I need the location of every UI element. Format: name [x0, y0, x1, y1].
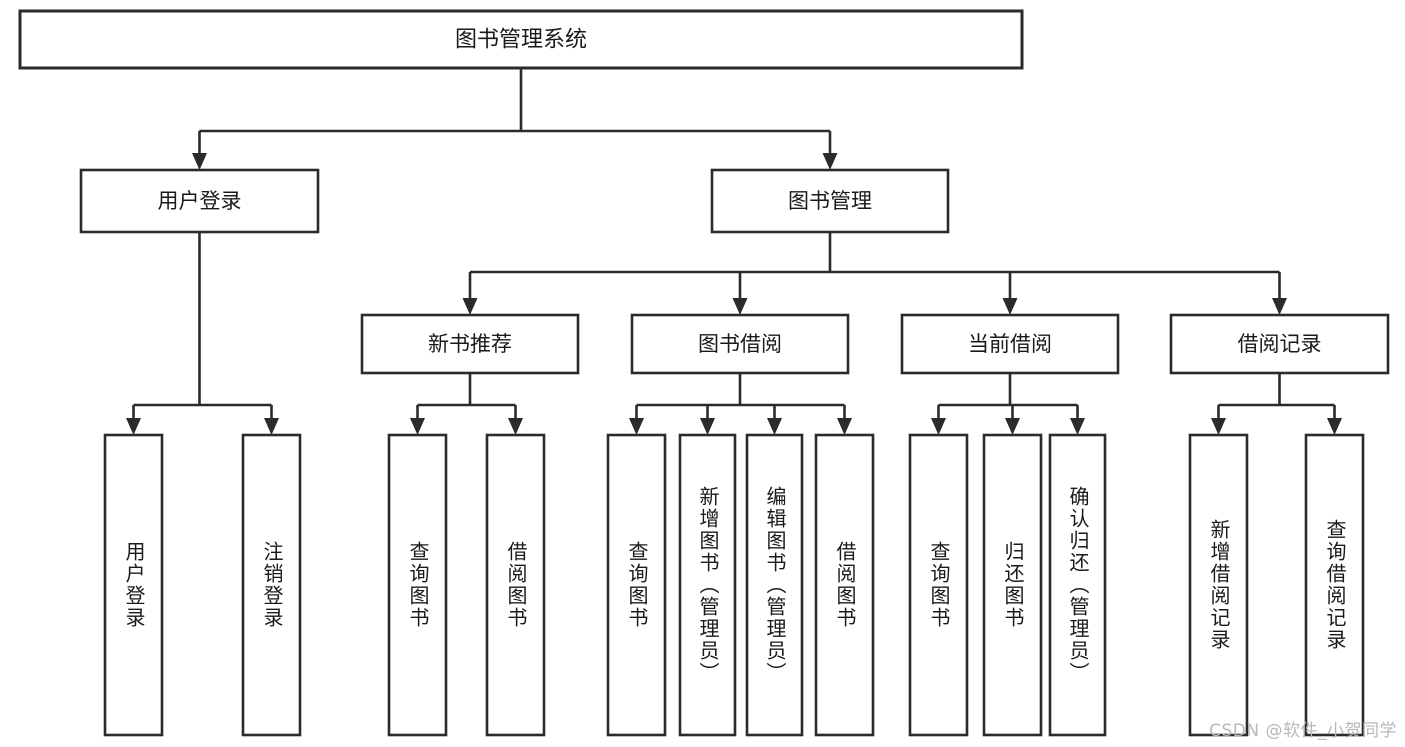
arrow-head-icon [1002, 298, 1018, 315]
arrow-head-icon [508, 418, 523, 435]
leaf-node-box[interactable] [1304, 433, 1365, 737]
arrow-head-icon [1005, 418, 1020, 435]
node-box[interactable] [79, 168, 320, 234]
leaf-node-box[interactable] [241, 433, 302, 737]
node-label: 用户登录 [158, 189, 242, 213]
arrow-head-icon [822, 153, 838, 170]
leaf-node-box[interactable] [103, 433, 164, 737]
arrow-head-icon [629, 418, 644, 435]
leaf-node-box[interactable] [1048, 433, 1107, 737]
leaf-node-box[interactable] [982, 433, 1043, 737]
node-label: 借阅记录 [1238, 332, 1322, 356]
node-box[interactable] [900, 313, 1120, 375]
node-box[interactable] [18, 9, 1024, 70]
node-label: 图书管理系统 [455, 28, 587, 53]
leaf-node-box[interactable] [814, 433, 875, 737]
arrow-head-icon [462, 298, 478, 315]
arrow-head-icon [767, 418, 782, 435]
node-box[interactable] [710, 168, 950, 234]
arrow-head-icon [1327, 418, 1342, 435]
arrow-head-icon [837, 418, 852, 435]
node-label: 图书管理 [788, 189, 872, 213]
node-label: 新书推荐 [428, 332, 512, 356]
connector-layer [126, 68, 1342, 435]
arrow-head-icon [410, 418, 425, 435]
arrow-head-icon [1211, 418, 1226, 435]
arrow-head-icon [732, 298, 748, 315]
arrow-head-icon [192, 153, 207, 170]
leaf-node-box[interactable] [1188, 433, 1249, 737]
leaf-node-box[interactable] [606, 433, 667, 737]
node-box[interactable] [630, 313, 850, 375]
node-label: 当前借阅 [968, 332, 1052, 356]
arrow-head-icon [931, 418, 946, 435]
csdn-watermark: CSDN @软件_小贺同学 [1209, 721, 1397, 741]
leaf-node-box[interactable] [387, 433, 448, 737]
arrow-head-icon [1272, 298, 1287, 315]
arrow-head-icon [264, 418, 279, 435]
node-label: 图书借阅 [698, 332, 782, 356]
arrow-head-icon [700, 418, 715, 435]
node-box-layer [18, 9, 1390, 737]
leaf-node-box[interactable] [908, 433, 969, 737]
leaf-node-box[interactable] [678, 433, 737, 737]
leaf-node-box[interactable] [745, 433, 804, 737]
leaf-node-box[interactable] [485, 433, 546, 737]
node-box[interactable] [1169, 313, 1390, 375]
node-box[interactable] [360, 313, 580, 375]
arrow-head-icon [1070, 418, 1085, 435]
arrow-head-icon [126, 418, 141, 435]
